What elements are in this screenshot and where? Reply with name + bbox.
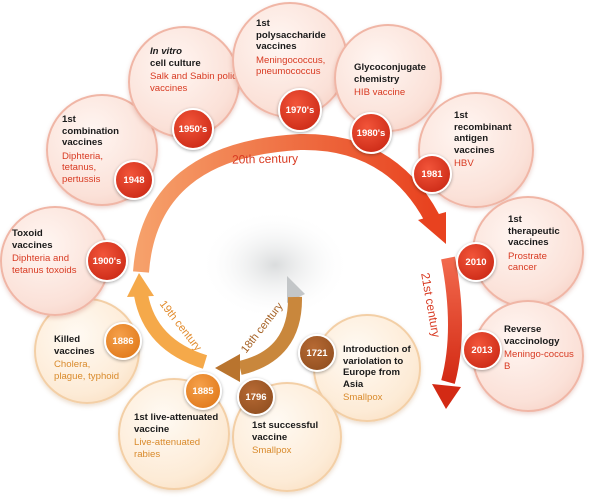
year-badge-2010: 2010	[456, 242, 496, 282]
milestone-title: Glycoconjugate chemistry	[354, 62, 426, 85]
year-badge-1948: 1948	[114, 160, 154, 200]
year-badge-1970s: 1970's	[278, 88, 322, 132]
milestone-1980s: Glycoconjugate chemistry HIB vaccine	[334, 24, 442, 132]
milestone-detail: Smallpox	[343, 392, 383, 403]
milestone-detail: Prostrate cancer	[508, 250, 547, 274]
milestone-detail: Diphteria, tetanus, pertussis	[62, 150, 104, 185]
milestone-title-italic: In vitro	[150, 46, 182, 57]
arrow-19th-head	[127, 273, 154, 297]
milestone-title: 1st live-attenuated vaccine	[134, 412, 219, 435]
year-badge-1981: 1981	[412, 154, 452, 194]
milestone-detail: Cholera, plague, typhoid	[54, 359, 120, 382]
year-badge-1980s: 1980's	[350, 112, 392, 154]
milestone-title: Killed vaccines	[54, 334, 95, 357]
milestone-title: 1st recombinant antigen vaccines	[454, 110, 512, 156]
milestone-detail: Live-attenuated rabies	[134, 437, 201, 460]
milestone-detail: Salk and Sabin polio vaccines	[150, 71, 238, 94]
milestone-title: 1st combination vaccines	[62, 114, 120, 148]
arrow-20th-head	[418, 212, 446, 244]
milestone-title: Toxoid vaccines	[12, 228, 53, 251]
milestone-title: 1st polysaccharide vaccines	[256, 18, 326, 52]
milestone-title: Introduction of variolation to Europe fr…	[343, 344, 411, 390]
year-badge-1900s: 1900's	[86, 240, 128, 282]
milestone-detail: Diphteria and tetanus toxoids	[12, 253, 77, 276]
year-badge-1950s: 1950's	[172, 108, 214, 150]
year-badge-1886: 1886	[104, 322, 142, 360]
milestone-title: Reverse vaccinology	[504, 324, 560, 347]
arrow-18th-century	[238, 296, 303, 375]
arrow-18th-start	[287, 276, 305, 303]
year-badge-1796: 1796	[237, 378, 275, 416]
milestone-title: 1st therapeutic vaccines	[508, 214, 560, 248]
arrow-21st-head	[432, 384, 461, 409]
milestone-detail: HBV	[454, 158, 474, 169]
year-badge-1721: 1721	[298, 334, 336, 372]
milestone-detail: HIB vaccine	[354, 87, 406, 98]
center-haze	[200, 210, 350, 320]
year-badge-1885: 1885	[184, 372, 222, 410]
milestone-detail: Meningococcus, pneumococcus	[256, 54, 326, 78]
arrow-19th-century	[134, 293, 208, 369]
year-badge-2013: 2013	[462, 330, 502, 370]
milestone-detail: Meningo-coccus B	[504, 349, 574, 372]
arrow-20th-century	[133, 133, 440, 273]
milestone-1948: 1st combination vaccines Diphteria, teta…	[46, 94, 158, 206]
milestone-title: 1st successful vaccine	[252, 420, 319, 443]
milestone-title-rest: cell culture	[150, 57, 201, 69]
arrow-18th-head	[215, 354, 240, 382]
label-20th-century: 20th century	[231, 151, 299, 167]
milestone-detail: Smallpox	[252, 445, 292, 456]
arrow-21st-century	[441, 256, 462, 384]
